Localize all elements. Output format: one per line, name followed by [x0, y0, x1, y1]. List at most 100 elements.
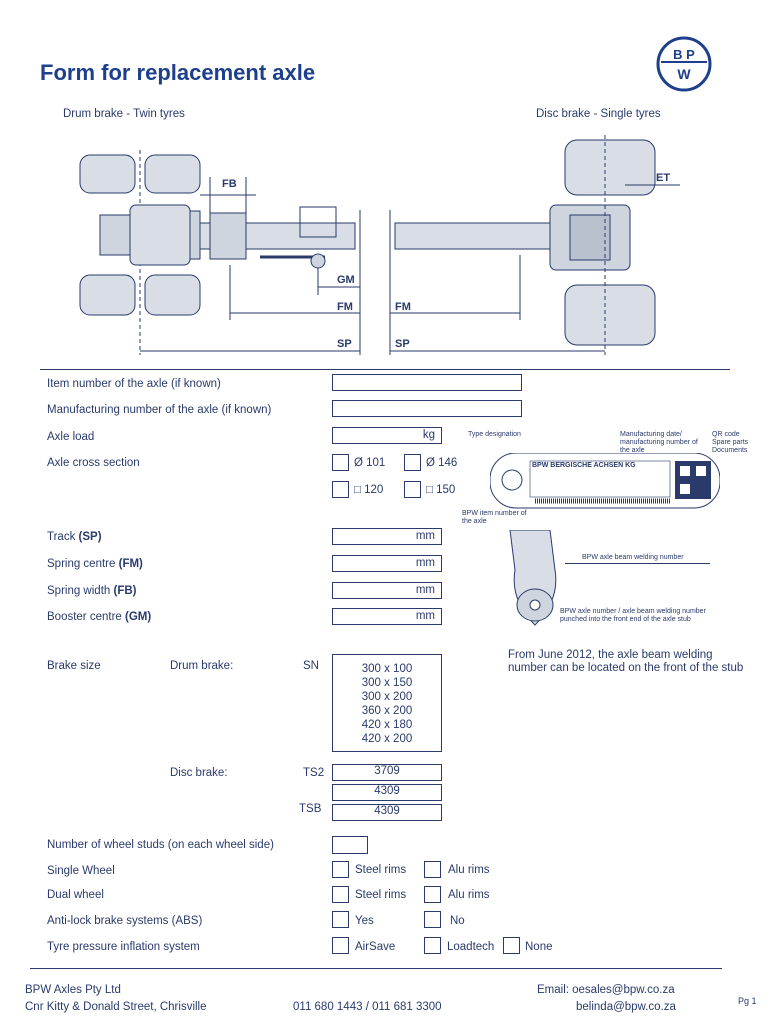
drum-size-option[interactable]: 360 x 200 — [361, 705, 413, 717]
et-label: ET — [656, 172, 670, 184]
single-steel-checkbox[interactable] — [332, 861, 349, 878]
item-number-note: BPW item number of the axle — [462, 510, 527, 525]
single-alu-checkbox[interactable] — [424, 861, 441, 878]
divider-top — [40, 369, 730, 370]
airsave-label: AirSave — [355, 941, 396, 953]
cross-section-120-label: □ 120 — [354, 484, 384, 496]
spring-centre-input[interactable]: mm — [332, 555, 442, 572]
spring-width-unit: mm — [415, 584, 435, 596]
spring-centre-label: Spring centre (FM) — [47, 558, 143, 570]
booster-centre-unit: mm — [415, 610, 435, 622]
sp-right-label: SP — [395, 338, 410, 350]
single-alu-label: Alu rims — [448, 864, 490, 876]
sp-left-label: SP — [337, 338, 352, 350]
booster-centre-input[interactable]: mm — [332, 608, 442, 625]
drum-size-list[interactable]: 300 x 100 300 x 150 300 x 200 360 x 200 … — [332, 654, 442, 752]
abs-no-checkbox[interactable] — [424, 911, 441, 928]
june-note-line-2: number can be located on the front of th… — [508, 662, 744, 674]
type-plate-illustration: Type designation Manufacturing date/ man… — [460, 428, 760, 638]
cross-section-label: Axle cross section — [47, 457, 140, 469]
dual-wheel-label: Dual wheel — [47, 889, 104, 901]
divider-bottom — [30, 968, 722, 969]
abs-no-label: No — [450, 915, 465, 927]
bpw-logo: B P W — [655, 35, 713, 93]
track-unit: mm — [415, 530, 435, 542]
item-number-label: Item number of the axle (if known) — [47, 378, 221, 390]
spring-width-label: Spring width (FB) — [47, 585, 137, 597]
plate-company: BPW BERGISCHE ACHSEN KG — [532, 462, 636, 469]
drum-brake-label: Drum brake: — [170, 660, 234, 672]
dual-steel-label: Steel rims — [355, 889, 407, 901]
disc-code-ts2: TS2 — [303, 767, 325, 779]
disc-brake-caption: Disc brake - Single tyres — [536, 108, 661, 120]
dual-alu-checkbox[interactable] — [424, 886, 441, 903]
cross-section-120-checkbox[interactable] — [332, 481, 349, 498]
none-checkbox[interactable] — [503, 937, 520, 954]
fm-right-label: FM — [395, 301, 411, 313]
qr-code-note: QR code Spare parts Documents — [712, 431, 749, 454]
welding-pointer — [565, 563, 710, 564]
cross-section-101-checkbox[interactable] — [332, 454, 349, 471]
fm-left-label: FM — [337, 301, 353, 313]
fb-label: FB — [222, 178, 237, 190]
spring-width-input[interactable]: mm — [332, 582, 442, 599]
manufacturing-date-note: Manufacturing date/ manufacturing number… — [620, 431, 698, 454]
manufacturing-number-label: Manufacturing number of the axle (if kno… — [47, 404, 272, 416]
june-note-line-1: From June 2012, the axle beam welding — [508, 649, 713, 661]
single-wheel-label: Single Wheel — [47, 865, 115, 877]
tyre-inflation-label: Tyre pressure inflation system — [47, 941, 200, 953]
drum-size-option[interactable]: 420 x 200 — [361, 733, 413, 745]
spring-centre-unit: mm — [415, 557, 435, 569]
axle-load-label: Axle load — [47, 431, 95, 443]
cross-section-146-label: Ø 146 — [426, 457, 458, 469]
type-designation-note: Type designation — [468, 431, 521, 438]
welding-number-note: BPW axle beam welding number — [582, 554, 684, 561]
single-steel-label: Steel rims — [355, 864, 407, 876]
wheel-studs-label: Number of wheel studs (on each wheel sid… — [47, 839, 274, 851]
disc-option-3709[interactable]: 3709 — [332, 764, 442, 781]
abs-yes-checkbox[interactable] — [332, 911, 349, 928]
axle-load-unit: kg — [422, 429, 435, 441]
track-label: Track (SP) — [47, 531, 102, 543]
disc-option-4309[interactable]: 4309 — [332, 784, 442, 801]
disc-code-tsb: TSB — [299, 803, 322, 815]
footer-address: Cnr Kitty & Donald Street, Chrisville — [25, 1001, 207, 1013]
manufacturing-number-input[interactable] — [332, 400, 522, 417]
drum-size-option[interactable]: 300 x 150 — [361, 677, 413, 689]
item-number-input[interactable] — [332, 374, 522, 391]
track-input[interactable]: mm — [332, 528, 442, 545]
axle-diagram: FB GM FM SP ET FM SP — [60, 125, 760, 365]
drum-code: SN — [303, 660, 319, 672]
page-title: Form for replacement axle — [40, 60, 316, 85]
dual-steel-checkbox[interactable] — [332, 886, 349, 903]
loadtech-checkbox[interactable] — [424, 937, 441, 954]
cross-section-150-checkbox[interactable] — [404, 481, 421, 498]
disc-option-tsb-4309[interactable]: 4309 — [332, 804, 442, 821]
airsave-checkbox[interactable] — [332, 937, 349, 954]
brake-size-label: Brake size — [47, 660, 101, 672]
drum-size-option[interactable]: 300 x 200 — [361, 691, 413, 703]
abs-label: Anti-lock brake systems (ABS) — [47, 915, 203, 927]
cross-section-150-label: □ 150 — [426, 484, 456, 496]
cross-section-146-checkbox[interactable] — [404, 454, 421, 471]
footer-email-1[interactable]: Email: oesales@bpw.co.za — [537, 984, 675, 996]
drum-size-option[interactable]: 420 x 180 — [361, 719, 413, 731]
wheel-studs-input[interactable] — [332, 836, 368, 854]
footer-company: BPW Axles Pty Ltd — [25, 984, 121, 996]
none-label: None — [525, 941, 553, 953]
drum-size-option[interactable]: 300 x 100 — [361, 663, 413, 675]
dual-alu-label: Alu rims — [448, 889, 490, 901]
axle-load-input[interactable]: kg — [332, 427, 442, 444]
stub-note: BPW axle number / axle beam welding numb… — [560, 608, 706, 623]
booster-centre-label: Booster centre (GM) — [47, 611, 152, 623]
svg-text:B P: B P — [673, 47, 695, 62]
svg-text:W: W — [677, 66, 691, 82]
gm-label: GM — [337, 274, 355, 286]
disc-brake-label: Disc brake: — [170, 767, 228, 779]
page-number: Pg 1 — [738, 996, 757, 1006]
footer-phones: 011 680 1443 / 011 681 3300 — [293, 1001, 442, 1013]
loadtech-label: Loadtech — [447, 941, 495, 953]
abs-yes-label: Yes — [355, 915, 374, 927]
footer-email-2[interactable]: belinda@bpw.co.za — [576, 1001, 676, 1013]
drum-brake-caption: Drum brake - Twin tyres — [63, 108, 185, 120]
